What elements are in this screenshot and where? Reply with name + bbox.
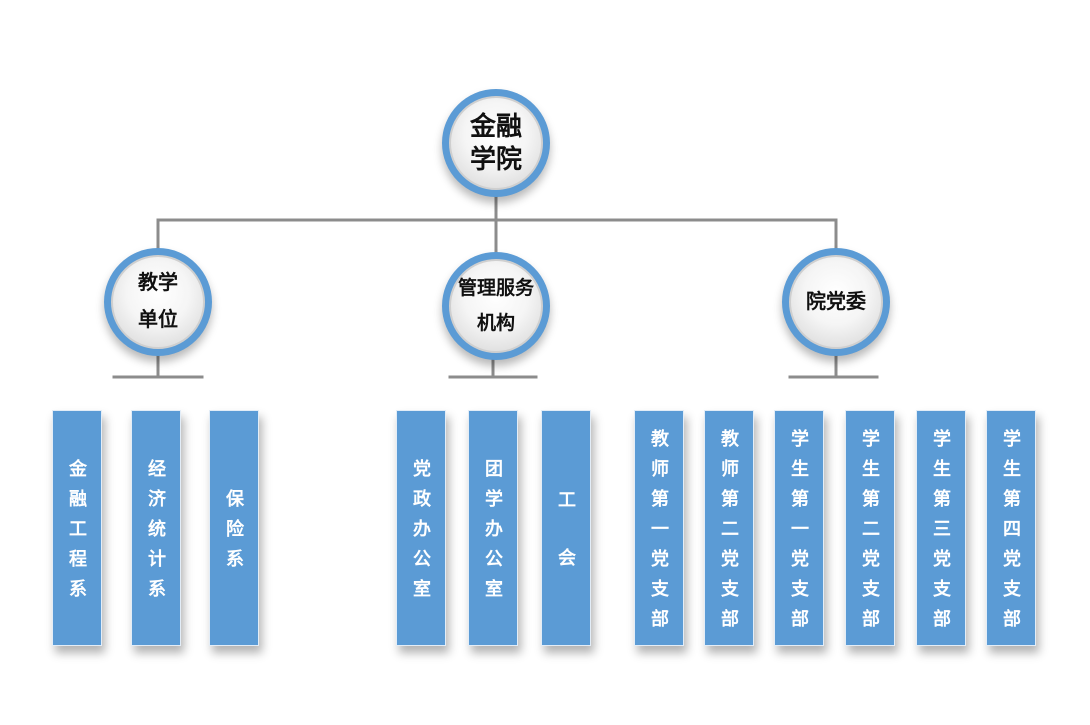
leaf-label: 学生第二党支部 (860, 429, 880, 639)
leaf-label: 党政办公室 (411, 459, 431, 609)
leaf-label: 金融工程系 (67, 459, 87, 609)
leaf-label: 学生第四党支部 (1001, 429, 1021, 639)
branch-label-line: 管理服务 (457, 278, 534, 299)
leaf-box-student-branch-4: 学生第四党支部 (986, 410, 1036, 646)
branch-label-line: 院党委 (806, 290, 866, 313)
leaf-label: 工会 (556, 490, 576, 606)
branch-node-management-services: 管理服务 机构 (442, 252, 550, 360)
leaf-box-economic-statistics: 经济统计系 (131, 410, 181, 646)
leaf-box-student-branch-1: 学生第一党支部 (774, 410, 824, 646)
branch-node-teaching-units: 教学 单位 (104, 248, 212, 356)
root-label-line: 学院 (469, 144, 522, 174)
branch-node-face: 管理服务 机构 (449, 259, 543, 353)
leaf-label: 团学办公室 (483, 459, 503, 609)
leaf-box-teacher-branch-2: 教师第二党支部 (704, 410, 754, 646)
leaf-box-student-branch-3: 学生第三党支部 (916, 410, 966, 646)
branch-label-line: 教学 (138, 272, 178, 294)
leaf-label: 教师第一党支部 (649, 429, 669, 639)
leaf-box-youth-league-office: 团学办公室 (468, 410, 518, 646)
branch-node-face: 院党委 (789, 255, 883, 349)
branch-node-face: 教学 单位 (111, 255, 205, 349)
leaf-box-financial-engineering: 金融工程系 (52, 410, 102, 646)
leaf-box-trade-union: 工会 (541, 410, 591, 646)
leaf-box-student-branch-2: 学生第二党支部 (845, 410, 895, 646)
root-node: 金融 学院 (442, 89, 550, 197)
leaf-label: 学生第一党支部 (789, 429, 809, 639)
branch-node-party-committee: 院党委 (782, 248, 890, 356)
leaf-label: 保险系 (224, 489, 244, 579)
root-node-face: 金融 学院 (449, 96, 543, 190)
branch-label-line: 单位 (138, 309, 178, 331)
branch-label-line: 机构 (476, 313, 515, 334)
leaf-box-teacher-branch-1: 教师第一党支部 (634, 410, 684, 646)
leaf-box-party-admin-office: 党政办公室 (396, 410, 446, 646)
leaf-label: 教师第二党支部 (719, 429, 739, 639)
leaf-box-insurance: 保险系 (209, 410, 259, 646)
leaf-label: 学生第三党支部 (931, 429, 951, 639)
leaf-label: 经济统计系 (146, 459, 166, 609)
root-label-line: 金融 (469, 111, 522, 141)
